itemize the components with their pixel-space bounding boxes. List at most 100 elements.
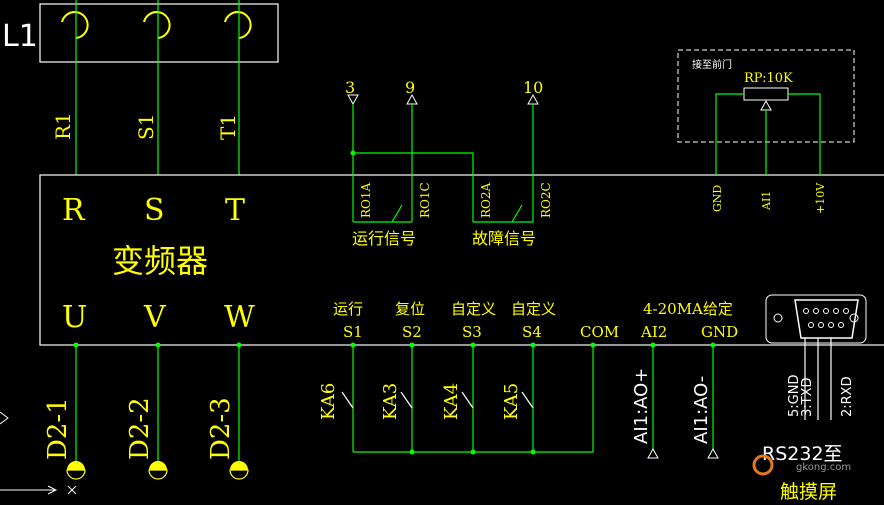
ka3-label: KA3 <box>380 383 401 420</box>
db9-pin-1 <box>803 308 809 314</box>
custom2-input-label: 自定义 <box>511 300 556 318</box>
terminal-w: W <box>224 300 255 335</box>
ka6-label: KA6 <box>318 383 339 420</box>
terminal-v: V <box>143 300 167 335</box>
terminal-arrow-3 <box>347 94 359 106</box>
db9-flange <box>765 294 867 344</box>
pot-ai1-label: AI1 <box>760 191 773 211</box>
ai2-terminal-arrow <box>647 447 659 459</box>
analog-title: 4-20MA给定 <box>643 300 733 318</box>
pot-gnd-label: GND <box>711 185 724 212</box>
junction-dot-gnd <box>710 342 716 348</box>
breaker-contact-s <box>143 11 171 39</box>
db9-shell <box>794 299 859 339</box>
terminal-s4: S4 <box>522 323 542 341</box>
terminal-s: S <box>144 193 165 228</box>
breaker-frame <box>39 3 279 63</box>
ka4-label: KA4 <box>441 383 462 420</box>
db9-pin-6 <box>808 322 814 328</box>
run-signal-label: 运行信号 <box>352 229 416 248</box>
ka6-contact <box>341 391 354 409</box>
junction-dot-com-s3 <box>470 449 476 455</box>
watermark-text: gkong.com <box>796 462 851 473</box>
terminal-3-label: 3 <box>345 78 355 97</box>
output-d2-3-label: D2-3 <box>206 397 236 460</box>
ao-pos-label: AI1:AO+ <box>631 368 652 444</box>
junction-dot-s3 <box>470 342 476 348</box>
pot-ref-label: +10V <box>814 182 827 214</box>
ro2a-label: RO2A <box>479 182 493 218</box>
junction-dot-s4 <box>530 342 536 348</box>
pot-wiper-arrow <box>760 99 772 111</box>
terminal-ai2: AI2 <box>640 323 667 341</box>
pot-rating: RP:10K <box>744 71 793 86</box>
terminal-s2: S2 <box>402 323 422 341</box>
potentiometer-block: 接至前门 RP:10K GND AI1 +10V <box>677 49 855 214</box>
db9-pin-8 <box>828 322 834 328</box>
junction-dot-ai2 <box>650 342 656 348</box>
wire-com-bus <box>353 345 594 453</box>
t1-label: T1 <box>216 114 240 140</box>
vfd-title: 变频器 <box>112 242 208 280</box>
terminal-10-label: 10 <box>523 78 543 97</box>
pot-ref-wire <box>788 93 821 175</box>
db9-connector <box>765 294 867 420</box>
db9-screw-left <box>773 313 783 323</box>
rs232-rxd-label: 2:RXD <box>840 376 855 417</box>
db9-pin-7 <box>818 322 824 328</box>
terminal-d2-3-top <box>230 461 248 470</box>
junction-dot-s2 <box>409 342 415 348</box>
db9-pin-4 <box>833 308 839 314</box>
junction-dot-s1 <box>350 342 356 348</box>
terminal-s1: S1 <box>343 323 363 341</box>
left-arrow-head <box>47 485 58 495</box>
s1-label: S1 <box>134 114 158 140</box>
junction-dot-w <box>236 342 242 348</box>
terminal-d2-1-bottom <box>66 469 86 480</box>
pot-resistor <box>743 87 789 101</box>
db9-pin-3 <box>823 308 829 314</box>
junction-dot-com-s4 <box>530 449 536 455</box>
rs232-gnd-label: 5:GND <box>787 375 802 417</box>
db9-pin-2 <box>813 308 819 314</box>
junction-dot-ro1 <box>350 150 356 156</box>
pot-gnd-wire <box>715 93 744 175</box>
left-cross-mark <box>67 485 77 495</box>
left-edge-mark <box>0 411 9 425</box>
ka4-contact <box>461 391 474 409</box>
rs232-txd-label: 3:TXD <box>800 377 815 417</box>
db9-pin-9 <box>838 322 844 328</box>
terminal-com: COM <box>580 323 619 341</box>
breaker-label: L1 <box>2 19 38 54</box>
wire-ro1a-ro2a-link <box>353 152 474 222</box>
terminal-d2-1-top <box>67 461 85 470</box>
ka5-label: KA5 <box>501 383 522 420</box>
rs232-title-line2: 触摸屏 <box>780 481 837 503</box>
ro2-contact-blade <box>511 204 523 223</box>
fault-signal-label: 故障信号 <box>472 229 536 248</box>
rs232-title-line1: RS232至 <box>762 443 843 465</box>
ro1c-label: RO1C <box>418 182 432 218</box>
vfd-frame <box>39 174 884 346</box>
terminal-d2-2-bottom <box>148 469 168 480</box>
junction-dot-com <box>590 342 596 348</box>
ro2c-label: RO2C <box>539 182 553 218</box>
ro1a-label: RO1A <box>359 182 373 218</box>
ro1-contact-blade <box>391 204 403 223</box>
left-edge-fragments <box>0 411 77 495</box>
breaker-contact-t <box>224 11 252 39</box>
gnd-terminal-arrow <box>707 447 719 459</box>
terminal-s3: S3 <box>462 323 482 341</box>
r1-label: R1 <box>51 112 75 140</box>
output-d2-2-label: D2-2 <box>125 397 155 460</box>
terminal-u: U <box>62 300 87 335</box>
output-d2-1-label: D2-1 <box>43 397 73 460</box>
watermark: gkong.com <box>752 454 851 476</box>
junction-dot-com-s2 <box>409 449 415 455</box>
pot-caption: 接至前门 <box>692 58 732 71</box>
run-input-label: 运行 <box>333 300 363 318</box>
breaker-contact-r <box>61 11 89 39</box>
terminal-t: T <box>225 193 245 228</box>
reset-input-label: 复位 <box>395 300 425 318</box>
